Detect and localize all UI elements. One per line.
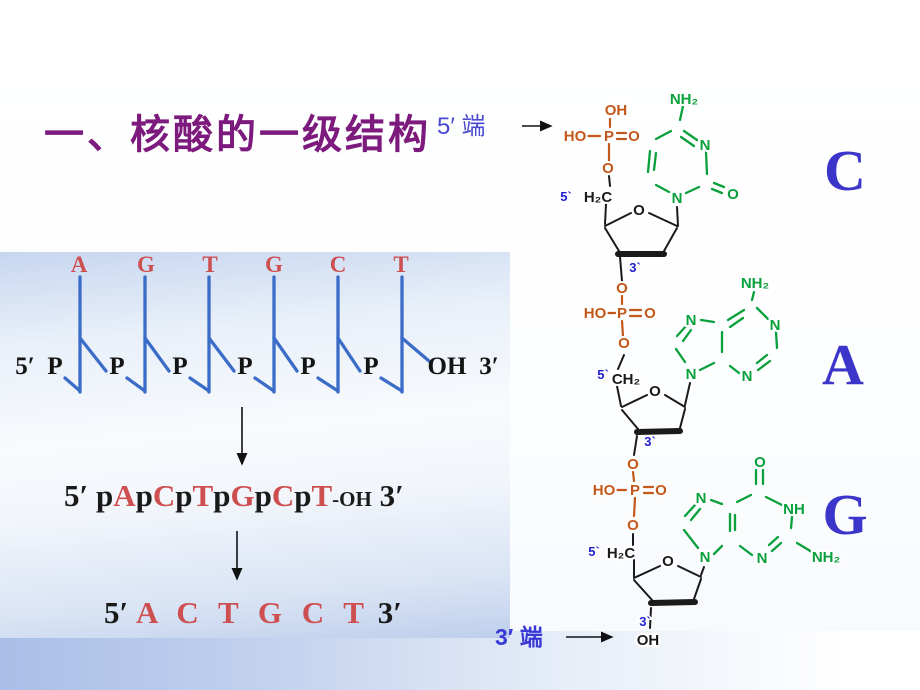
slide-title: 一、核酸的一级结构 — [44, 113, 431, 157]
atom-oh: OH — [637, 632, 660, 649]
big-letter-g: G — [822, 482, 867, 547]
atom-o: O — [618, 335, 630, 352]
three-prime-mark: 3` — [644, 434, 656, 449]
guanine-base — [682, 468, 814, 557]
atom-ho: HO — [593, 482, 616, 499]
bottom-gradient-band — [0, 631, 920, 690]
big-letter-c: C — [824, 138, 866, 203]
oh-label: OH — [428, 353, 467, 380]
base-letter: T — [202, 252, 217, 277]
atom-nh2: NH₂ — [812, 549, 840, 566]
nucleotide-2-adenine: HO P O O 5` CH₂ O 3` O NH₂ N N N N — [582, 273, 782, 483]
atom-p: P — [630, 482, 640, 499]
nucleotide-1-cytosine: OH HO P O O 5` H₂C O 3` O NH₂ N N O — [559, 89, 741, 306]
atom-o: O — [602, 160, 614, 177]
big-base-letters: C A G — [822, 138, 868, 547]
flow-arrows — [231, 407, 248, 581]
atom-o: O — [727, 186, 739, 203]
nucleotide-3-guanine: HO P O O 5` H₂C O 3` OH O N NH N N NH₂ — [587, 452, 842, 651]
base-letter: G — [137, 252, 155, 277]
adenine-base — [674, 290, 779, 375]
atom-ho: HO — [564, 128, 587, 145]
phosphate-label: P — [363, 353, 378, 380]
atom-h2c: H₂C — [607, 545, 635, 562]
atom-n: N — [742, 368, 753, 385]
atom-n: N — [672, 190, 683, 207]
atom-n: N — [686, 312, 697, 329]
base-letter: T — [393, 252, 408, 277]
backbone-schematic-panel — [0, 252, 510, 638]
atom-ring-o: O — [649, 383, 661, 400]
three-prime-label: 3′ — [479, 353, 499, 380]
atom-p: P — [617, 305, 627, 322]
three-prime-end: 3′ 端 — [495, 624, 614, 650]
phosphate-label: P — [172, 353, 187, 380]
phosphate-label: P — [109, 353, 124, 380]
atom-ch2: CH₂ — [612, 371, 640, 388]
atom-o: O — [628, 128, 640, 145]
atom-nh2: NH₂ — [741, 275, 769, 292]
cytosine-base — [646, 104, 726, 195]
atom-o: O — [655, 482, 667, 499]
atom-oh: OH — [605, 102, 628, 119]
phosphate-label: P — [237, 353, 252, 380]
atom-ring-o: O — [633, 202, 645, 219]
five-prime-mark: 5` — [588, 544, 600, 559]
atom-h2c: H₂C — [584, 189, 612, 206]
atom-ho: HO — [584, 305, 607, 322]
condensed-sequence: 5′ pApCpTpGpCpT-OH 3′ — [64, 478, 404, 513]
atom-n: N — [686, 366, 697, 383]
final-sequence: 5′ A C T G C T 3′ — [104, 595, 402, 630]
five-prime-end-label: 5′ 端 — [437, 113, 486, 140]
atom-n: N — [700, 137, 711, 154]
five-prime-mark: 5` — [597, 367, 609, 382]
three-prime-end-label: 3′ 端 — [495, 624, 543, 650]
base-letter: A — [71, 252, 88, 277]
atom-o: O — [627, 517, 639, 534]
five-prime-end: 5′ 端 — [437, 113, 553, 140]
atom-nh2: NH₂ — [670, 91, 698, 108]
atom-o: O — [644, 305, 656, 322]
atom-o: O — [754, 454, 766, 471]
base-letter: G — [265, 252, 283, 277]
five-prime-label: 5′ — [15, 353, 35, 380]
five-prime-mark: 5` — [560, 189, 572, 204]
phosphate-label: P — [47, 353, 62, 380]
backbone-schematic: A G T G C T 5′ P P P P P P OH 3′ — [15, 252, 499, 394]
atom-n: N — [700, 549, 711, 566]
atom-n: N — [696, 490, 707, 507]
atom-n: N — [770, 317, 781, 334]
atom-o: O — [616, 280, 628, 297]
big-letter-a: A — [822, 332, 864, 397]
atom-ring-o: O — [662, 553, 674, 570]
three-prime-mark: 3` — [629, 260, 641, 275]
atom-p: P — [604, 128, 614, 145]
phosphate-label: P — [300, 353, 315, 380]
base-letter: C — [330, 252, 347, 277]
atom-nh: NH — [783, 501, 805, 518]
atom-n: N — [757, 550, 768, 567]
atom-o: O — [627, 456, 639, 473]
three-prime-mark: 3` — [639, 614, 651, 629]
